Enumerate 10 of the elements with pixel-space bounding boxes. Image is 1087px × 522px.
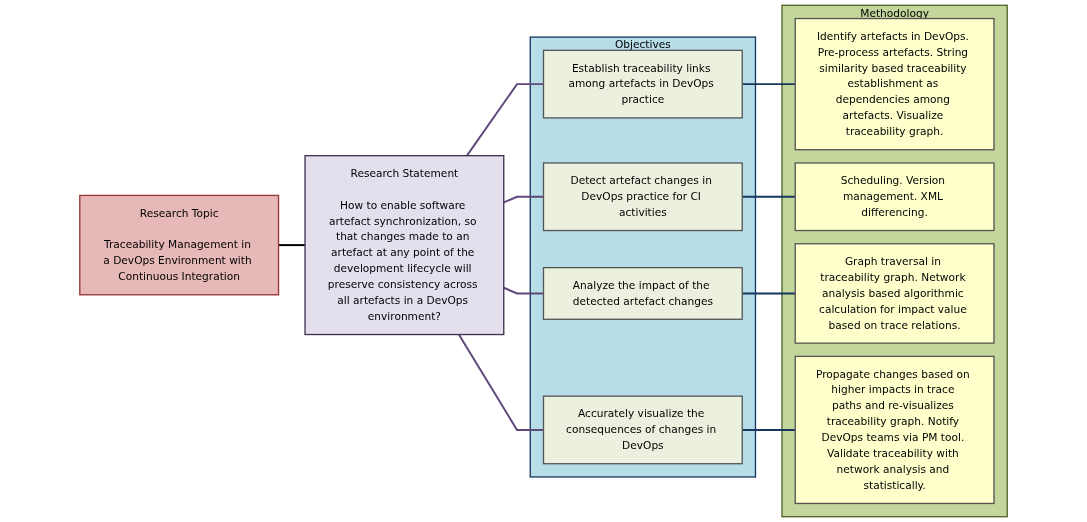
node-box: Graph traversal in traceability graph. Network analysis based algorithmic calculation for impact value based on trace relations.	[794, 243, 995, 344]
node-box: Detect artefact changes in DevOps practice for CI activities	[542, 162, 743, 232]
node-box: Establish traceability links among artefacts in DevOps practice	[542, 49, 743, 119]
node-box: Analyze the impact of the detected artefact changes	[542, 266, 743, 320]
node-box: Accurately visualize the consequences of changes in DevOps	[542, 395, 743, 465]
node-box: Propagate changes based on higher impacts in trace paths and re-visualizes traceability graph. Notify DevOps teams via PM tool. Validate traceability with network analysis and statistically.	[794, 355, 995, 505]
node-box: Identify artefacts in DevOps. Pre-process artefacts. String similarity based traceability establishment as dependencies among artefacts. Visualize traceability graph.	[794, 17, 995, 151]
node-box: Scheduling. Version management. XML differencing.	[794, 162, 995, 232]
node-box: Research Topic Traceability Management in a DevOps Environment with Continuous Integration	[79, 194, 280, 296]
node-box: Research Statement How to enable software artefact synchronization, so that changes made to an artefact at any point of the development lifecycle will preserve consistency across all artefacts in a DevOps environment?	[304, 155, 505, 336]
